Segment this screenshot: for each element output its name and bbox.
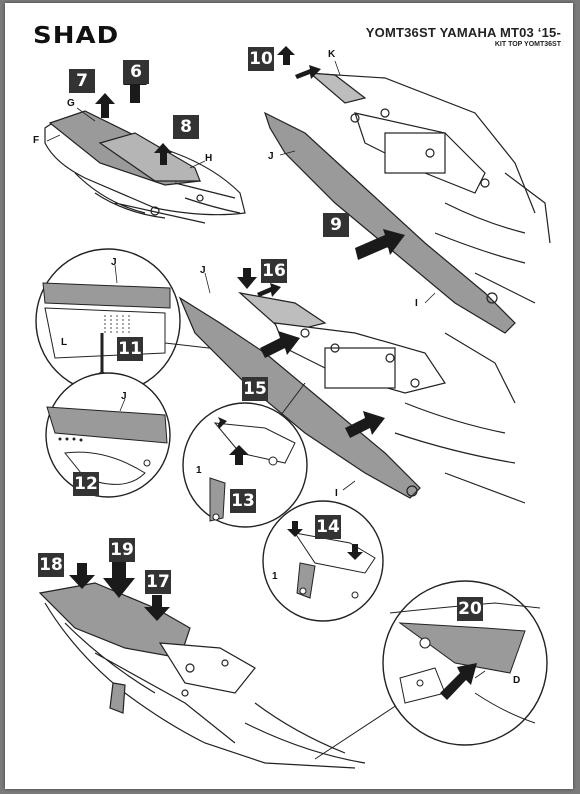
part-label-1-circle14: 1 (272, 571, 278, 582)
step-14-badge: 14 (315, 515, 341, 539)
step-13-badge: 13 (230, 489, 256, 513)
step-18-badge: 18 (38, 553, 64, 577)
step-9-badge: 9 (323, 213, 349, 237)
step-12-badge: 12 (73, 472, 99, 496)
step-11-badge: 11 (117, 337, 143, 361)
page-subtitle: KIT TOP YOMT36ST (494, 41, 561, 48)
part-label-i-top: I (415, 298, 418, 309)
part-label-j-top: J (268, 151, 274, 162)
arrow-16 (237, 268, 281, 297)
detail-circle-12 (45, 372, 171, 498)
part-label-i-mid: I (335, 488, 338, 499)
part-label-g: G (67, 98, 75, 109)
brand-logo: SHAD (33, 22, 120, 50)
part-label-j-circle12: J (121, 391, 127, 402)
illustration-seat-install (38, 582, 366, 769)
part-label-h: H (205, 153, 213, 164)
step-10-badge: 10 (248, 47, 274, 71)
part-label-j-mid: J (200, 265, 206, 276)
label-leaders (46, 60, 486, 679)
step-6-badge: 6 (123, 60, 149, 84)
step-17-badge: 17 (145, 570, 171, 594)
detail-circle-13 (182, 402, 308, 528)
instruction-page: SHAD YOMT36ST YAMAHA MT03 ‘15- KIT TOP Y… (5, 3, 573, 789)
part-label-d: D (513, 675, 521, 686)
step-19-badge: 19 (109, 538, 135, 562)
step-7-badge: 7 (69, 69, 95, 93)
page-title: YOMT36ST YAMAHA MT03 ‘15- (365, 25, 561, 40)
step-8-badge: 8 (173, 115, 199, 139)
part-label-j-circle11: J (111, 257, 117, 268)
arrows-seat-press (69, 561, 170, 621)
illustration-side-cover (263, 72, 551, 334)
illustration-canvas (35, 46, 551, 769)
part-label-l: L (61, 337, 68, 348)
step-20-badge: 20 (457, 597, 483, 621)
illustration-seat-removal (44, 110, 246, 224)
part-label-f: F (33, 135, 40, 146)
detail-circle-20 (382, 580, 548, 746)
part-label-k: K (328, 49, 336, 60)
arrow-9 (355, 229, 405, 260)
illustration-rear-frame (178, 292, 526, 504)
arrow-10 (277, 46, 321, 79)
part-label-1-circle13: 1 (196, 465, 202, 476)
arrow-15 (260, 331, 385, 438)
detail-circle-14 (262, 500, 384, 622)
step-15-badge: 15 (242, 377, 268, 401)
step-16-badge: 16 (261, 259, 287, 283)
